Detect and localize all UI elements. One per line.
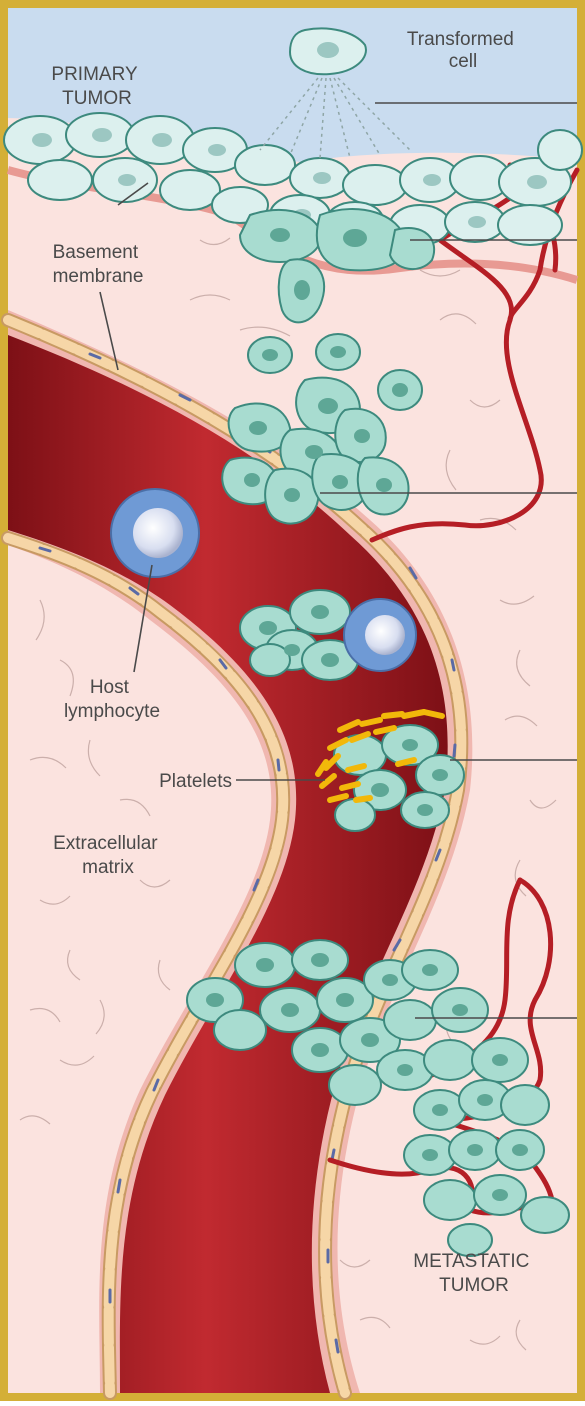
label-platelets: Platelets (159, 771, 232, 792)
host-lymphocyte (111, 489, 199, 577)
second-lymphocyte (344, 599, 416, 671)
transformed-cell (290, 28, 366, 74)
